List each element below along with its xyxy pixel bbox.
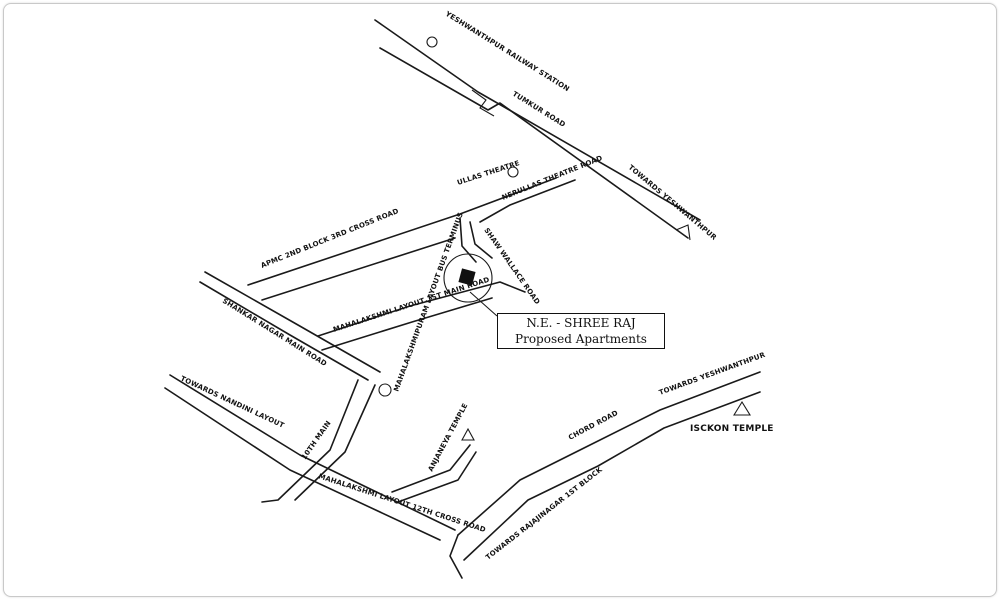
property-location-ring: [443, 253, 493, 303]
anjaneya-temple-road: [391, 444, 477, 503]
bus-terminus-marker: [378, 383, 392, 397]
tumkur-road: [374, 19, 701, 241]
callout-project-type: Proposed Apartments: [515, 332, 647, 346]
isckon-temple-marker: [733, 400, 751, 416]
property-callout: N.E. - SHREE RAJ Proposed Apartments: [497, 313, 665, 349]
label-towards-rajajinagar: TOWARDS RAJAJINAGAR 1ST BLOCK: [484, 465, 604, 561]
label-towards-yeshwanthpur-top: TOWARDS YESHWANTHPUR: [627, 163, 719, 242]
railway-station-marker: [426, 36, 438, 48]
tenth-main-road: [261, 379, 376, 503]
label-isckon-temple: ISCKON TEMPLE: [690, 424, 774, 434]
label-tenth-main: 10TH MAIN: [300, 419, 333, 461]
callout-project-name: N.E. - SHREE RAJ: [526, 316, 636, 330]
nandini-layout-road: [164, 374, 456, 541]
anjaneya-temple-marker: [461, 427, 475, 441]
apmc-road: [247, 177, 557, 301]
label-ullas-theatre: ULLAS THEATRE: [456, 159, 521, 187]
property-location-marker: [458, 268, 476, 286]
ullas-theatre-marker: [507, 166, 519, 178]
label-tumkur-road: TUMKUR ROAD: [511, 90, 567, 129]
first-main-road: [317, 281, 526, 351]
label-shaw-wallace-road: SHAW WALLACE ROAD: [482, 227, 541, 307]
chord-road: [449, 371, 761, 579]
label-towards-nandini: TOWARDS NANDINI LAYOUT: [179, 375, 285, 430]
label-chord-road: CHORD ROAD: [567, 409, 619, 442]
callout-leader-line: [469, 291, 498, 317]
shankar-nagar-road: [199, 271, 381, 381]
label-bus-terminus: MAHALAKSHMIPURAM LAYOUT BUS TERMINUS: [392, 211, 465, 392]
label-12th-cross: MAHALAKSHMI LAYOUT 12TH CROSS ROAD: [317, 472, 486, 534]
label-apmc-2nd-block: APMC 2ND BLOCK 3RD CROSS ROAD: [260, 207, 400, 270]
shaw-wallace-road: [459, 179, 576, 263]
